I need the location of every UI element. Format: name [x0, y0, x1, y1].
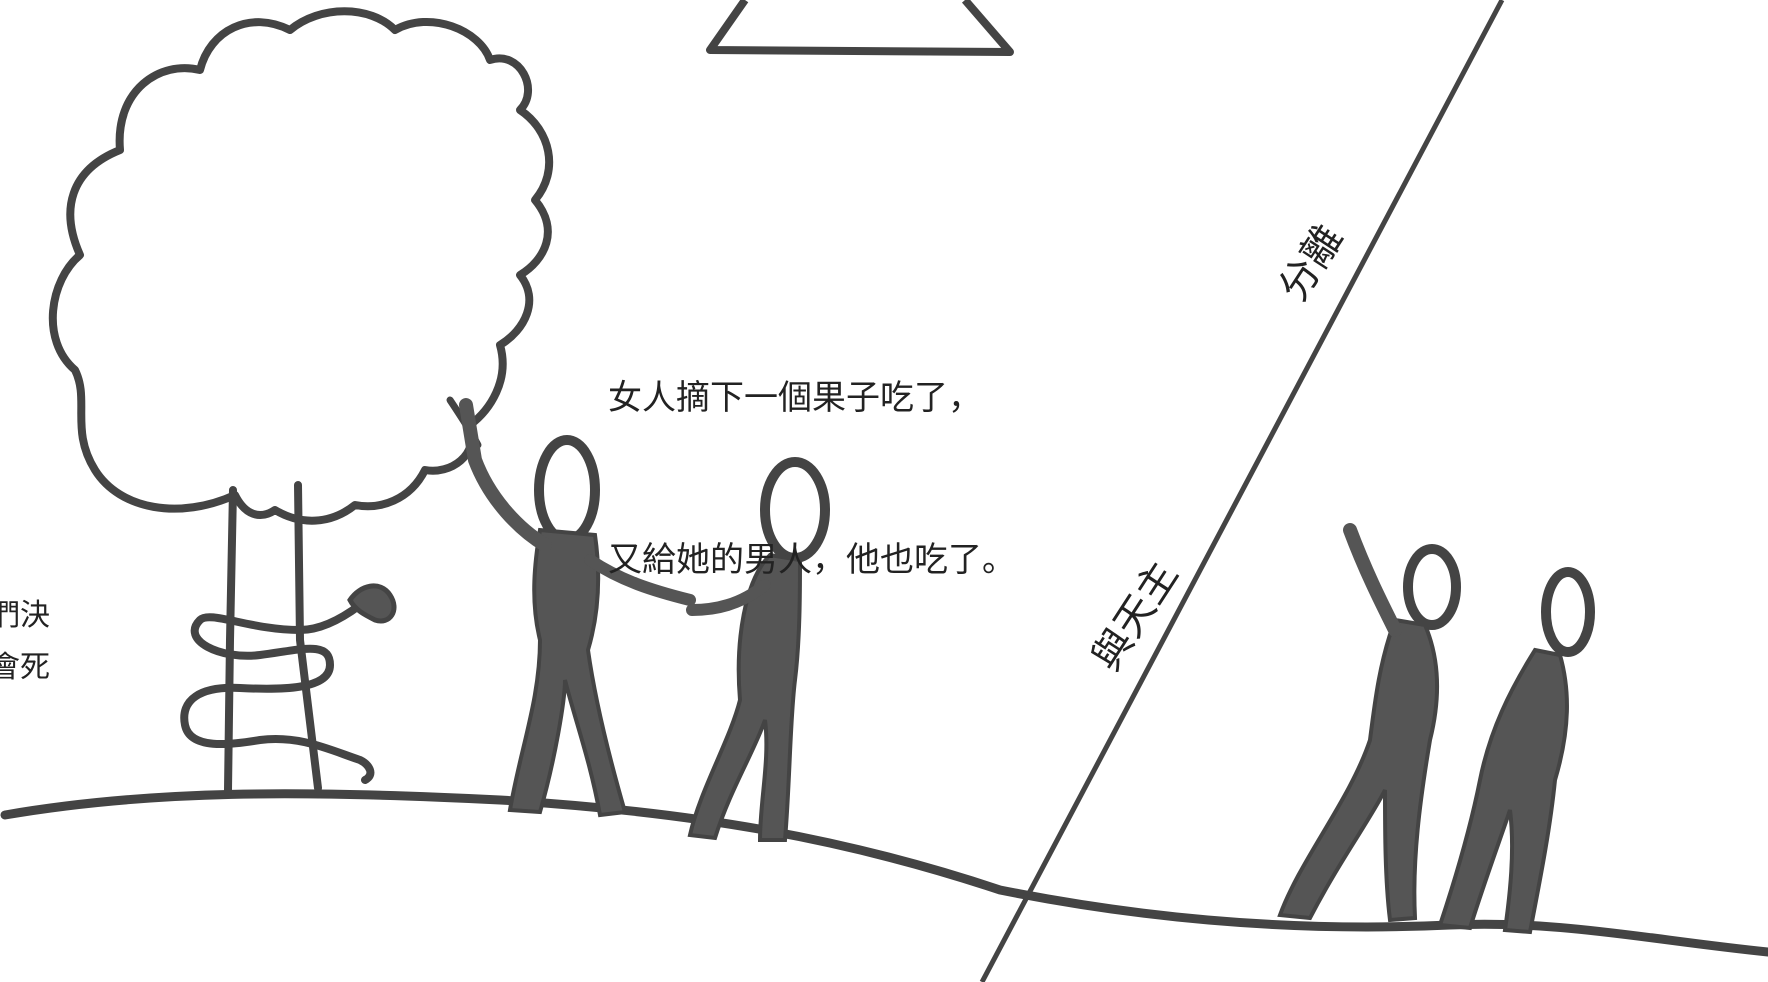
triangle-shape [706, 0, 1014, 56]
caption-line-1: 女人摘下一個果子吃了， [608, 378, 982, 418]
sad-man-figure [1437, 567, 1595, 935]
story-caption: 女人摘下一個果子吃了， 又給她的男人，他也吃了。 [608, 263, 1016, 641]
cut-off-line-1: 尔們決 [0, 598, 50, 633]
caption-line-2: 又給她的男人，他也吃了。 [608, 540, 1016, 580]
serpent [180, 601, 375, 784]
serpent-head [347, 583, 397, 624]
cut-off-line-2: 不會死 [0, 650, 50, 685]
woman-figure [459, 398, 696, 818]
tree-canopy [48, 7, 554, 525]
separation-line [979, 0, 1505, 982]
cut-off-text: 尔們決 不會死 [0, 590, 50, 694]
sad-woman-figure [1277, 523, 1461, 923]
man-figure [686, 457, 830, 842]
tree-trunk-right [294, 481, 322, 792]
